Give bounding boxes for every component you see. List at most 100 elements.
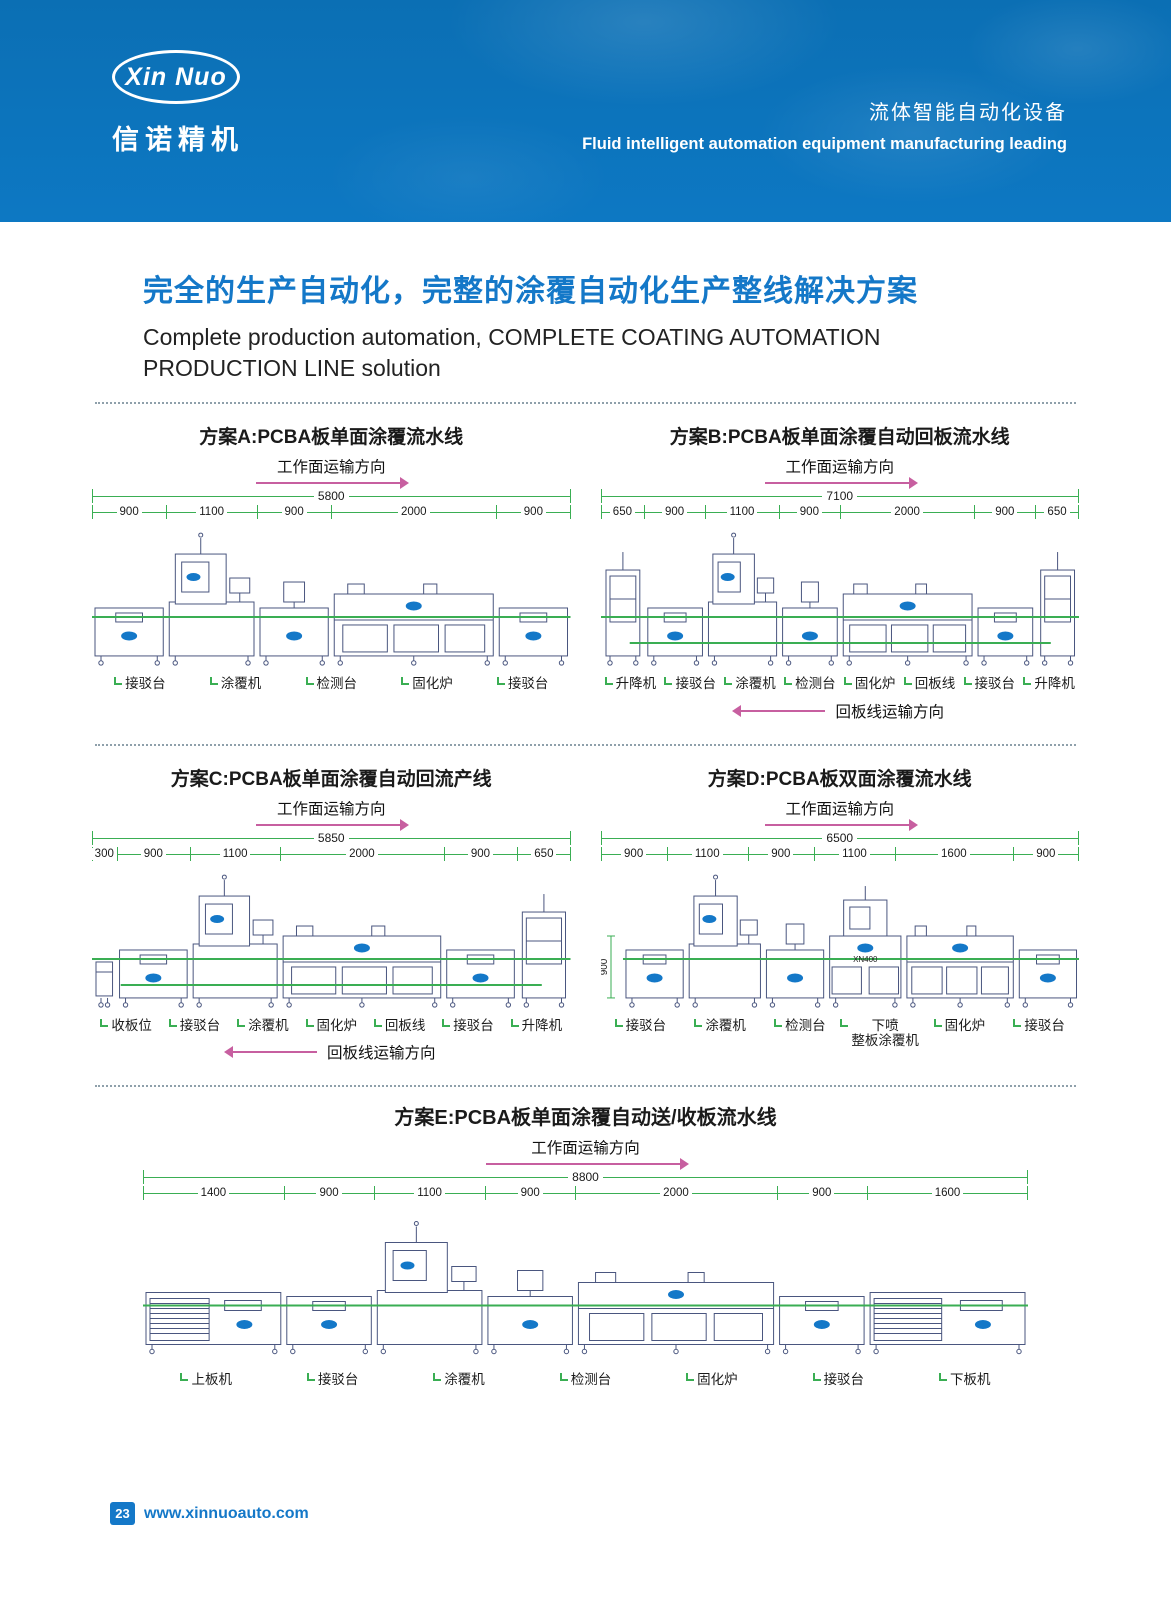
return-direction: 回板线运输方向 xyxy=(601,700,1080,722)
machine-label: 固化炉 xyxy=(840,676,900,692)
machine-label: 升降机 xyxy=(502,1018,570,1034)
machine-label: 固化炉 xyxy=(920,1018,1000,1049)
total-dimension-value: 6500 xyxy=(822,830,858,845)
label-tick-icon xyxy=(686,1373,695,1382)
machine-label: 下喷 整板涂覆机 xyxy=(840,1018,920,1049)
machine-label: 接驳台 xyxy=(660,676,720,692)
machine-label: 固化炉 xyxy=(297,1018,365,1034)
dimension-segment: 650 xyxy=(517,846,571,862)
label-tick-icon xyxy=(305,677,314,686)
total-dimension: 5800 xyxy=(92,488,571,504)
dimension-segment: 1100 xyxy=(666,846,748,862)
dotted-separator xyxy=(95,743,1076,746)
label-tick-icon xyxy=(933,1018,942,1027)
intro-section: 完全的生产自动化，完整的涂覆自动化生产整线解决方案 Complete produ… xyxy=(143,266,1079,384)
machine-label: 接驳台 xyxy=(160,1018,228,1034)
machine-label: 下板机 xyxy=(902,1372,1028,1388)
dimension-segment: 1100 xyxy=(374,1185,485,1201)
logo-oval: Xin Nuo xyxy=(112,50,240,104)
machine-label: 涂覆机 xyxy=(229,1018,297,1034)
dotted-separator xyxy=(95,1085,1076,1088)
label-tick-icon xyxy=(840,1018,849,1027)
machine-label: 涂覆机 xyxy=(720,676,780,692)
dimension-segment: 300 xyxy=(91,846,117,862)
dimension-segment: 2000 xyxy=(331,504,497,520)
work-direction-label: 工作面运输方向 xyxy=(785,459,894,477)
label-tick-icon xyxy=(903,677,912,686)
dimension-segment: 900 xyxy=(484,1185,576,1201)
scheme-b-title: 方案B:PCBA板单面涂覆自动回板流水线 xyxy=(669,427,1010,449)
machine-label: 上板机 xyxy=(143,1372,269,1388)
label-tick-icon xyxy=(237,1018,246,1027)
machine-label: 涂覆机 xyxy=(396,1372,522,1388)
label-tick-icon xyxy=(614,1018,623,1027)
machine-label: 涂覆机 xyxy=(188,676,284,692)
label-tick-icon xyxy=(604,677,613,686)
company-logo: Xin Nuo 信诺精机 xyxy=(112,50,244,157)
scheme-e-title: 方案E:PCBA板单面涂覆自动送/收板流水线 xyxy=(394,1107,777,1130)
page-title-en-line1: Complete production automation, COMPLETE… xyxy=(143,324,881,350)
label-tick-icon xyxy=(664,677,673,686)
dimension-segment: 900 xyxy=(116,846,191,862)
label-tick-icon xyxy=(1023,677,1032,686)
scheme-e-block: 方案E:PCBA板单面涂覆自动送/收板流水线 工作面运输方向 8800 1400… xyxy=(143,1101,1028,1388)
direction-arrow-left-icon xyxy=(223,1046,317,1059)
direction-arrow-right-icon xyxy=(764,477,918,490)
machine-label: 升降机 xyxy=(1019,676,1079,692)
label-tick-icon xyxy=(305,1018,314,1027)
machine-label: 收板位 xyxy=(92,1018,160,1034)
label-tick-icon xyxy=(401,677,410,686)
total-dimension-value: 5850 xyxy=(313,830,349,845)
machine-label: 检测台 xyxy=(522,1372,648,1388)
machine-label: 接驳台 xyxy=(601,1018,681,1049)
dimension-segment: 900 xyxy=(779,504,840,520)
label-tick-icon xyxy=(694,1018,703,1027)
direction-arrow-right-icon xyxy=(485,1158,689,1171)
work-direction-label: 工作面运输方向 xyxy=(276,800,386,818)
machine-label: 接驳台 xyxy=(92,676,188,692)
dimension-segment: 2000 xyxy=(575,1185,777,1201)
machine-line-drawing xyxy=(92,864,571,1014)
label-tick-icon xyxy=(784,677,793,686)
total-dimension: 8800 xyxy=(143,1169,1028,1185)
work-direction: 工作面运输方向 xyxy=(601,797,1080,831)
direction-arrow-right-icon xyxy=(764,818,918,831)
machine-label: 回板线 xyxy=(900,676,960,692)
page-number-badge: 23 xyxy=(110,1502,135,1525)
dimension-segment: 1100 xyxy=(704,504,780,520)
label-tick-icon xyxy=(843,677,852,686)
label-tick-icon xyxy=(938,1373,947,1382)
label-tick-icon xyxy=(724,677,733,686)
return-direction-label: 回板线运输方向 xyxy=(835,703,944,721)
machine-label: 升降机 xyxy=(601,676,661,692)
svg-text:XN400: XN400 xyxy=(853,955,878,964)
dimension-segment: 900 xyxy=(1012,846,1080,862)
label-tick-icon xyxy=(496,677,505,686)
machine-labels: 接驳台涂覆机检测台固化炉接驳台 xyxy=(92,676,571,692)
header-taglines: 流体智能自动化设备 Fluid intelligent automation e… xyxy=(582,96,1067,154)
logo-text: Xin Nuo xyxy=(125,62,227,91)
work-direction: 工作面运输方向 xyxy=(92,455,571,490)
label-tick-icon xyxy=(774,1018,783,1027)
machine-label: 接驳台 xyxy=(269,1372,395,1388)
dimension-segment: 650 xyxy=(600,504,645,520)
work-direction: 工作面运输方向 xyxy=(143,1136,1028,1171)
label-tick-icon xyxy=(1013,1018,1022,1027)
dimension-segment: 900 xyxy=(644,504,705,520)
dimension-segment: 900 xyxy=(283,1185,375,1201)
page-header: Xin Nuo 信诺精机 流体智能自动化设备 Fluid intelligent… xyxy=(0,0,1171,222)
label-tick-icon xyxy=(812,1373,821,1382)
label-tick-icon xyxy=(306,1373,315,1382)
direction-arrow-left-icon xyxy=(732,704,826,717)
machine-line-drawing xyxy=(92,522,571,672)
total-dimension: 5850 xyxy=(92,830,571,846)
